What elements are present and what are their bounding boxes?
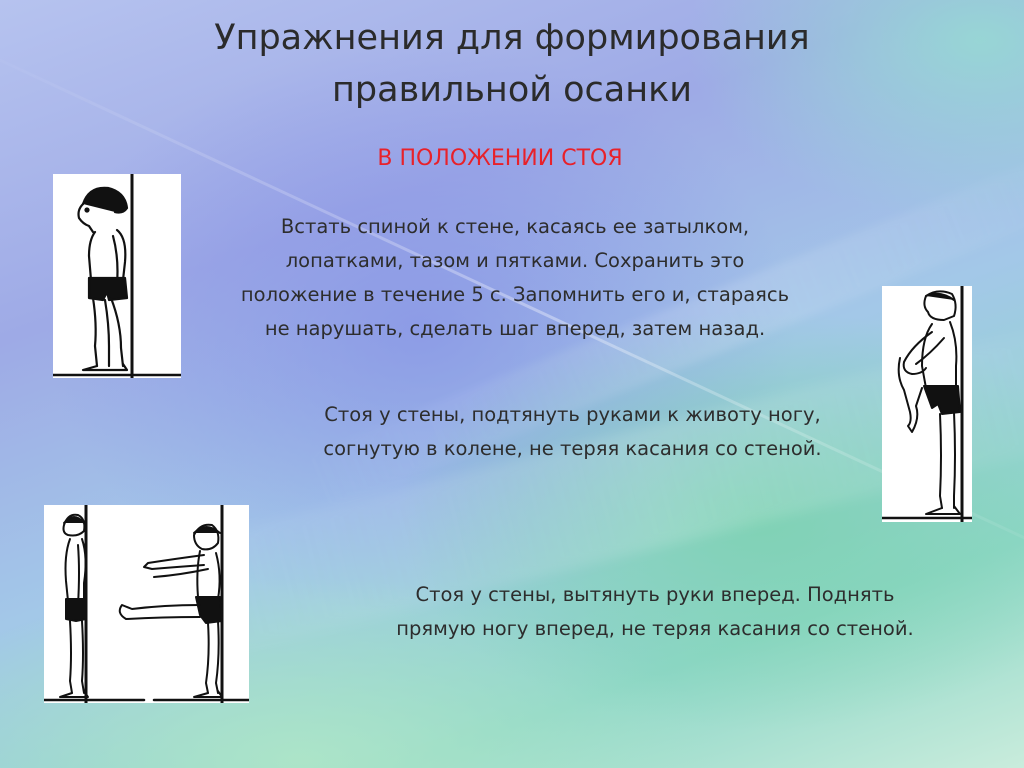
text-line: согнутую в колене, не теряя касания со с… (323, 437, 822, 460)
section-subtitle: В ПОЛОЖЕНИИ СТОЯ (377, 146, 623, 171)
text-line: Стоя у стены, подтянуть руками к животу … (324, 403, 821, 426)
person-standing-against-wall-icon (53, 174, 181, 378)
person-knee-to-chest-at-wall-icon (882, 286, 972, 522)
text-line: прямую ногу вперед, не теряя касания со … (396, 617, 914, 640)
text-line: Стоя у стены, вытянуть руки вперед. Подн… (415, 583, 895, 606)
exercise-2-text: Стоя у стены, подтянуть руками к животу … (270, 398, 875, 466)
exercise-3-text: Стоя у стены, вытянуть руки вперед. Подн… (330, 578, 980, 646)
person-arms-forward-leg-raised-at-wall-icon (44, 505, 249, 703)
slide-title: Упражнения для формирования правильной о… (120, 12, 904, 116)
text-line: Встать спиной к стене, касаясь ее затылк… (280, 215, 750, 238)
slide-title-line: Упражнения для формирования (214, 18, 810, 58)
text-line: не нарушать, сделать шаг вперед, затем н… (264, 317, 766, 340)
text-line: лопатками, тазом и пятками. Сохранить эт… (285, 249, 745, 272)
exercise-1-text: Встать спиной к стене, касаясь ее затылк… (185, 210, 845, 346)
text-line: положение в течение 5 с. Запомнить его и… (240, 283, 790, 306)
slide-title-line: правильной осанки (332, 70, 692, 110)
